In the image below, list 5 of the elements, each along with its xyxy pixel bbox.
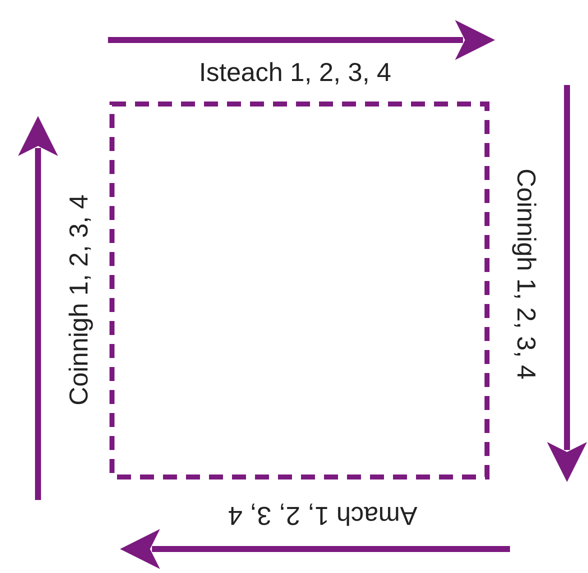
step-label: Coinnigh 1, 2, 3, 4	[513, 168, 540, 380]
step-label: Isteach 1, 2, 3, 4	[199, 59, 392, 85]
step-label: Amach 1, 2, 3, 4	[228, 503, 417, 529]
dashed-square	[110, 102, 490, 480]
step-label: Coinnigh 1, 2, 3, 4	[65, 194, 92, 406]
